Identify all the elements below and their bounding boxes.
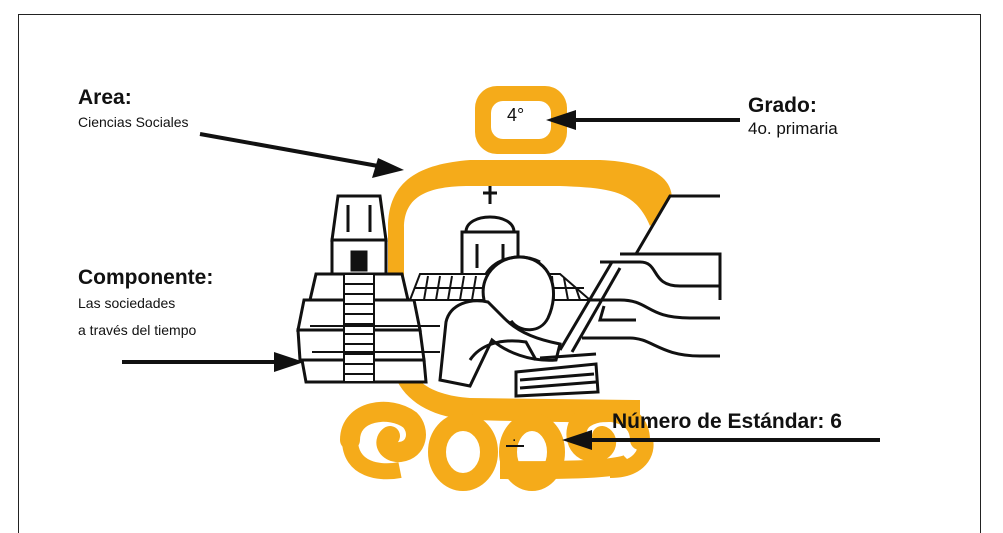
glyph-bottom-spirals [340,401,654,491]
strata-lines [310,325,440,353]
estandar-label: Número de Estándar: 6 [612,410,842,433]
glyph-top-ring [475,86,567,154]
estandar-blank: . [512,428,517,445]
glyph-body [388,160,672,423]
area-value: Ciencias Sociales [78,114,189,130]
pyramid-stairs [343,273,375,383]
arrow-grado [546,110,740,130]
pyramid-temple [296,194,428,384]
componente-title: Componente: [78,266,214,289]
arrow-estandar [562,430,880,450]
terraced-mountains [558,194,722,358]
componente-line2: a través del tiempo [78,322,197,338]
arrow-area [199,132,404,178]
grado-title: Grado: [748,94,817,117]
componente-line1: Las sociedades [78,295,176,311]
area-title: Area: [78,86,132,109]
grado-value: 4o. primaria [748,119,838,138]
grade-badge: 4° [507,105,525,125]
arrow-componente [122,352,304,372]
reading-figure [438,255,600,398]
